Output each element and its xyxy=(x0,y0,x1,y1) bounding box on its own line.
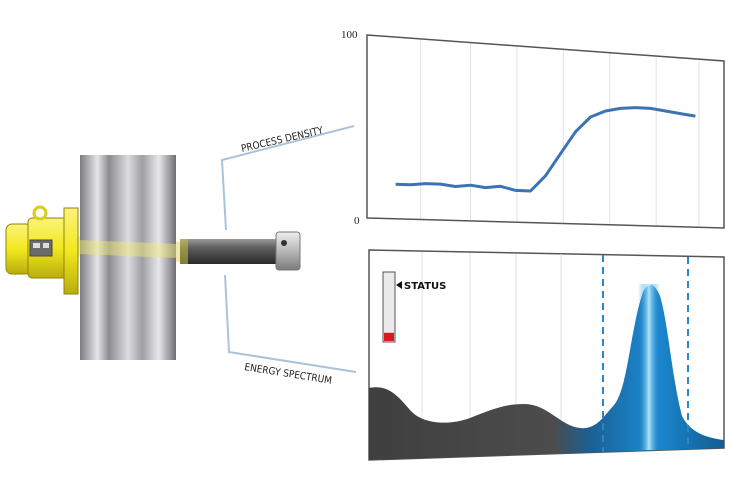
status-gauge-fill xyxy=(384,332,394,341)
status-pointer-icon xyxy=(396,281,402,289)
density-series-line xyxy=(395,106,696,193)
connector-process-density xyxy=(220,125,355,231)
y-tick-label-0: 0 xyxy=(354,215,360,227)
status-indicator: STATUS xyxy=(382,271,446,343)
source-holder xyxy=(5,205,79,295)
status-label: STATUS xyxy=(404,281,446,292)
process-density-chart: 100 0 xyxy=(341,29,725,229)
radiation-beam-overlay xyxy=(80,240,176,258)
density-chart-frame xyxy=(366,34,725,229)
detector-probe xyxy=(180,231,301,271)
process-density-label: PROCESS DENSITY xyxy=(240,125,325,155)
density-gridlines xyxy=(420,39,700,227)
status-gauge-tube xyxy=(382,271,396,343)
connector-lines xyxy=(220,125,357,373)
connector-energy-spectrum xyxy=(224,274,357,373)
energy-spectrum-chart: STATUS xyxy=(368,249,725,461)
spectrum-area xyxy=(369,284,724,460)
process-pipe xyxy=(80,155,176,360)
y-tick-label-100: 100 xyxy=(341,29,358,41)
nuclear-density-gauge xyxy=(5,155,301,360)
spectrum-peak-glow xyxy=(638,284,660,450)
